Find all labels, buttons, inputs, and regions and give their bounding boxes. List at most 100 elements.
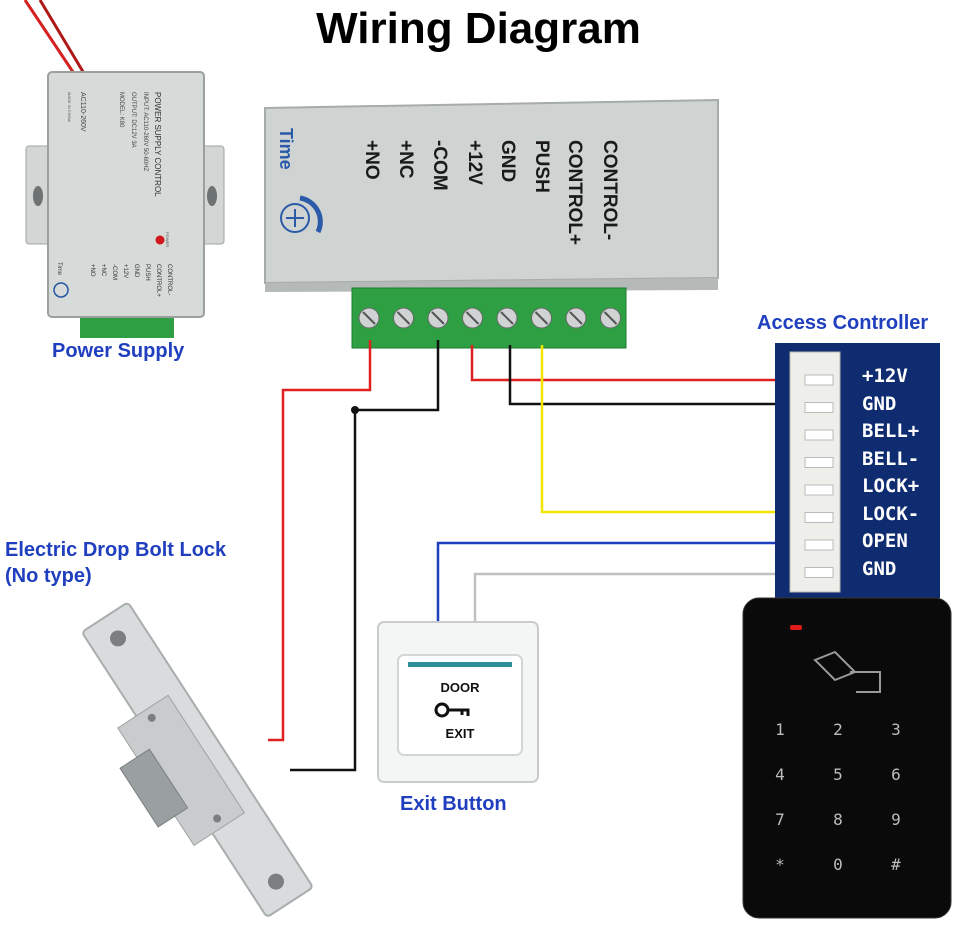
wire-black-gnd	[508, 345, 810, 406]
controller-pin-label: LOCK+	[862, 475, 920, 497]
lock-bolt	[119, 748, 189, 828]
lock-screw-hole-bottom	[267, 873, 284, 890]
psu-terminal-label: -COM	[429, 140, 450, 191]
lock-label-line2: (No type)	[5, 565, 92, 587]
terminal-screw-slot	[569, 311, 583, 325]
wire-red-12v	[470, 345, 810, 382]
wire-yellow-push	[540, 345, 810, 514]
small-power-supply	[23, 0, 225, 338]
keypad-key-labels: 1 2 3 4 5 6 7 8 9 * 0 #	[760, 720, 940, 880]
time-dial-arc	[299, 195, 323, 234]
key-icon-shaft	[448, 708, 470, 716]
psu-cable-red-2	[38, 0, 87, 76]
keypad-key-5[interactable]: 5	[833, 765, 843, 784]
card-tap-hand	[850, 671, 881, 693]
lock-screw-1	[147, 713, 156, 722]
psu-small-terminal-label: +12V	[122, 264, 128, 279]
exit-button-stripe	[408, 662, 512, 667]
terminal-screw-slot	[396, 311, 411, 325]
keypad-key-6[interactable]: 6	[891, 765, 901, 784]
terminal-screw-slot	[362, 311, 376, 325]
controller-pin-label: LOCK-	[862, 502, 920, 525]
psu-time-label: Time	[276, 128, 296, 170]
terminal-screw-slot	[500, 311, 514, 325]
psu-small-output: OUTPUT: DC12V 3A	[130, 92, 136, 148]
controller-pin-slot	[804, 539, 834, 551]
psu-small-time-label: Time	[56, 262, 62, 276]
controller-pin-slot	[804, 429, 834, 441]
psu-terminal-label: +NC	[395, 140, 416, 179]
psu-terminal-label: +12V	[464, 140, 485, 185]
controller-pin-label: GND	[862, 392, 897, 415]
psu-cable-red	[23, 0, 77, 76]
psu-small-title: POWER SUPPLY CONTROL	[153, 92, 162, 197]
keypad-key-7[interactable]: 7	[775, 810, 785, 829]
psu-small-input: INPUT: AC110-260V 50-60HZ	[142, 92, 148, 172]
psu-terminal-label: +NO	[361, 140, 382, 180]
time-dial-icon	[53, 282, 69, 298]
psu-small-ac: AC110-260V	[79, 92, 86, 132]
psu-small-terminal-label: CONTROL+	[155, 264, 161, 297]
power-supply-label: Power Supply	[52, 340, 185, 362]
exit-button-door-text: DOOR	[440, 680, 480, 695]
access-controller-board	[775, 343, 940, 598]
psu-terminal-label: CONTROL+	[564, 140, 585, 246]
controller-pin-slot	[804, 402, 834, 413]
psu-terminal-label: CONTROL-	[599, 140, 620, 241]
controller-pin-slot	[804, 457, 834, 468]
exit-button-device	[377, 621, 539, 783]
keypad-reader	[742, 597, 952, 919]
electric-lock	[82, 602, 313, 917]
keypad-key-*[interactable]: *	[775, 855, 785, 874]
wire-junction	[351, 406, 359, 414]
lock-label-line1: Electric Drop Bolt Lock	[5, 539, 227, 561]
terminal-screw-slot	[431, 311, 445, 325]
controller-pin-slot	[804, 374, 834, 386]
psu-small-terminal-label: +NC	[100, 264, 106, 277]
keypad-key-2[interactable]: 2	[833, 720, 843, 739]
lock-screw-hole-top	[110, 630, 127, 647]
psu-small-body	[47, 71, 205, 318]
lock-screw-2	[213, 814, 222, 823]
psu-terminal-label: GND	[497, 140, 518, 183]
controller-pin-label: OPEN	[862, 530, 908, 552]
controller-pin-label: GND	[862, 557, 897, 580]
psu-mount-hole-left	[33, 186, 43, 206]
psu-small-terminal-label: GND	[133, 264, 139, 278]
exit-button-face	[397, 654, 523, 756]
terminal-screw-slot	[603, 311, 618, 325]
keypad-key-8[interactable]: 8	[833, 810, 843, 829]
controller-pin-label: +12V	[862, 365, 908, 387]
psu-small-terminal-label: PUSH	[144, 264, 150, 281]
wire-blue-open	[436, 541, 810, 625]
controller-connector	[789, 351, 841, 593]
time-dial-icon	[280, 203, 310, 233]
exit-button-exit-text: EXIT	[445, 726, 475, 741]
exit-button-label: Exit Button	[400, 793, 507, 815]
keypad-key-3[interactable]: 3	[891, 720, 901, 739]
controller-pin-label: BELL+	[862, 420, 920, 442]
wire-red-lock	[268, 340, 372, 742]
keypad-body	[742, 597, 952, 919]
keypad-led	[790, 625, 802, 630]
psu-small-terminal-block	[80, 318, 174, 338]
keypad-key-4[interactable]: 4	[775, 765, 785, 784]
diagram-title: Wiring Diagram	[316, 4, 641, 53]
keypad-key-#[interactable]: #	[891, 855, 901, 874]
access-controller-label: Access Controller	[757, 312, 929, 334]
terminal-screw-slot	[465, 311, 480, 325]
controller-pin-slot	[804, 512, 834, 523]
keypad-key-9[interactable]: 9	[891, 810, 901, 829]
keypad-key-0[interactable]: 0	[833, 855, 843, 874]
controller-pin-slot	[804, 567, 834, 578]
psu-small-terminal-label: CONTROL-	[166, 264, 172, 296]
psu-small-model: MODEL: K80	[118, 92, 124, 128]
power-led	[155, 235, 165, 245]
keypad-key-1[interactable]: 1	[775, 720, 785, 739]
psu-small-made: MADE IN CHINA	[67, 92, 72, 123]
terminal-screw-slot	[534, 311, 549, 325]
